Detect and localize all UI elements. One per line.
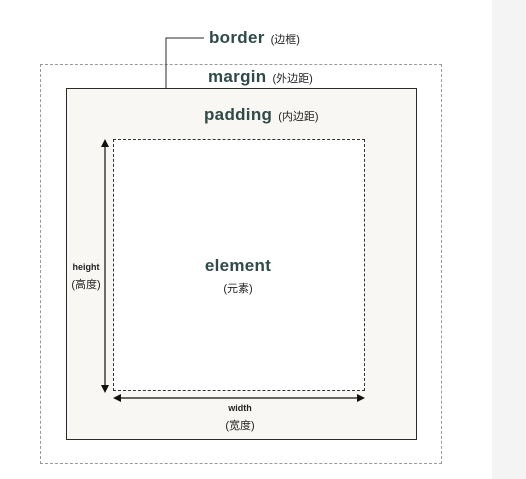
element-label-cn: (元素) bbox=[223, 283, 253, 295]
padding-label-en: padding bbox=[204, 105, 273, 124]
padding-label: padding (内边距) bbox=[204, 105, 319, 125]
height-label: height (高度) bbox=[66, 262, 106, 292]
width-arrow-head-left bbox=[113, 394, 121, 402]
border-label-en: border bbox=[209, 28, 265, 47]
edge-band bbox=[492, 0, 526, 479]
height-label-en: height bbox=[72, 262, 100, 272]
margin-label-en: margin bbox=[208, 67, 267, 86]
border-label-cn: (边框) bbox=[270, 34, 300, 46]
width-label-en: width bbox=[228, 403, 252, 413]
height-label-cn: (高度) bbox=[71, 279, 101, 291]
padding-label-cn: (内边距) bbox=[278, 111, 319, 123]
width-label: width (宽度) bbox=[214, 403, 266, 433]
margin-label: margin (外边距) bbox=[208, 67, 313, 87]
border-label: border (边框) bbox=[209, 28, 300, 48]
width-label-cn: (宽度) bbox=[225, 420, 255, 432]
margin-label-cn: (外边距) bbox=[272, 73, 313, 85]
element-label: element (元素) bbox=[196, 256, 280, 296]
width-arrow-head-right bbox=[357, 394, 365, 402]
height-arrow-head-top bbox=[101, 139, 109, 147]
border-leader-line bbox=[165, 37, 204, 88]
margin-box bbox=[40, 64, 442, 464]
element-box bbox=[113, 139, 365, 391]
element-label-en: element bbox=[204, 256, 272, 275]
height-arrow-head-bottom bbox=[101, 385, 109, 393]
